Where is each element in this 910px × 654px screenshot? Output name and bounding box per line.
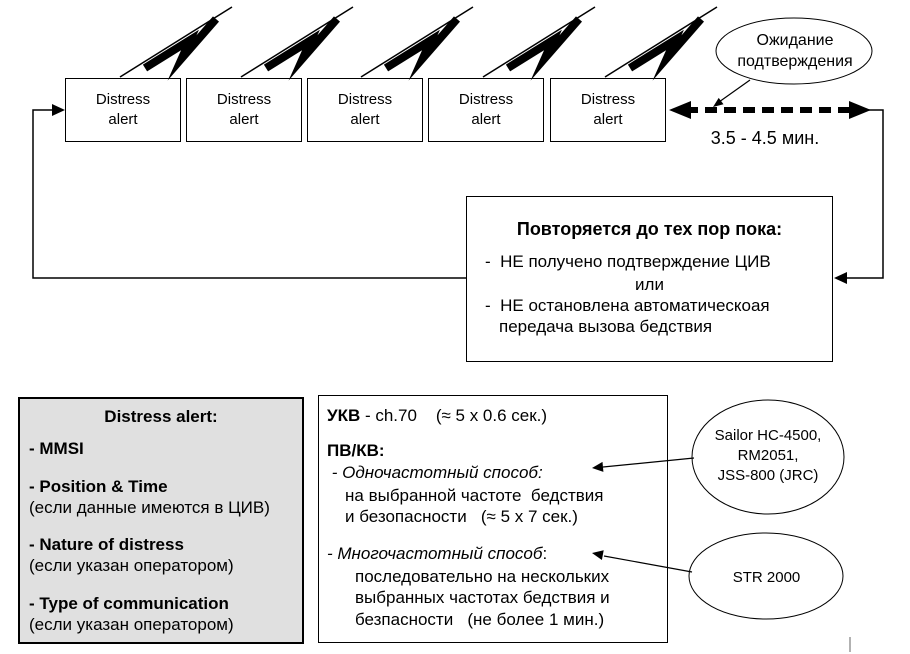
contents-item-type-comm-note: (если указан оператором) xyxy=(29,615,234,634)
lightning-bolt-icon xyxy=(120,7,232,77)
single-frequency-method-title: - Одночастотный способ: xyxy=(327,463,543,482)
dashed-arrowhead-right xyxy=(849,101,871,119)
contents-item-position-time-note: (если данные имеются в ЦИВ) xyxy=(29,498,270,517)
waiting-ellipse-label: Ожидание подтверждения xyxy=(737,32,853,70)
lightning-bolt-icon xyxy=(605,7,717,77)
lightning-bolt-icon xyxy=(361,7,473,77)
repeat-condition-2-line1: - НЕ остановлена автоматическоая xyxy=(485,296,770,315)
distress-alert-box-2: Distress alert xyxy=(186,78,302,142)
transmission-methods-box: УКВ - ch.70 (≈ 5 x 0.6 сек.) ПВ/КВ: - Од… xyxy=(318,395,668,643)
multi-frequency-line2: выбранных частотах бедствия и xyxy=(355,588,610,607)
multi-frequency-line3: безпасности (не более 1 мин.) xyxy=(355,610,605,629)
contents-box-title: Distress alert: xyxy=(104,407,218,426)
repeat-condition-1: - НЕ получено подтверждение ЦИВ xyxy=(485,252,771,271)
contents-item-type-comm: - Type of communication xyxy=(29,594,229,613)
multi-frequency-method-title: - Многочастотный способ: xyxy=(327,544,548,563)
single-frequency-line1: на выбранной частоте бедствия xyxy=(345,486,604,505)
lightning-bolt-icon xyxy=(241,7,353,77)
feedback-loop-right-line xyxy=(846,109,884,279)
lightning-bolt-icon xyxy=(483,7,595,77)
feedback-loop-left-arrowhead xyxy=(52,104,65,116)
dashed-arrowhead-left xyxy=(669,101,691,119)
contents-item-nature: - Nature of distress xyxy=(29,535,184,554)
distress-alert-box-5: Distress alert xyxy=(550,78,666,142)
contents-item-position-time: - Position & Time xyxy=(29,477,168,496)
single-frequency-line2: и безопасности (≈ 5 x 7 сек.) xyxy=(345,507,578,526)
mfhf-label: ПВ/КВ: xyxy=(327,441,385,460)
repeat-condition-box: Повторяется до тех пор пока: - НЕ получе… xyxy=(466,196,833,362)
repeat-box-title: Повторяется до тех пор пока: xyxy=(516,219,783,239)
interval-label: 3.5 - 4.5 мин. xyxy=(710,128,820,148)
feedback-loop-right-arrowhead xyxy=(834,272,847,284)
waiting-pointer-arrowhead xyxy=(713,97,724,107)
distress-alert-contents-box: Distress alert: - MMSI - Position & Time… xyxy=(18,397,304,644)
distress-alert-box-4: Distress alert xyxy=(428,78,544,142)
repeat-condition-2-line2: передача вызова бедствия xyxy=(499,317,713,336)
waiting-pointer-line xyxy=(718,79,751,103)
multi-freq-equipment-label: STR 2000 xyxy=(732,569,801,586)
vhf-detail: - ch.70 (≈ 5 x 0.6 сек.) xyxy=(360,406,548,425)
multi-frequency-line1: последовательно на нескольких xyxy=(355,567,610,586)
contents-item-nature-note: (если указан оператором) xyxy=(29,556,234,575)
distress-alert-box-3: Distress alert xyxy=(307,78,423,142)
repeat-or-label: или xyxy=(635,275,664,294)
contents-item-mmsi: - MMSI xyxy=(29,439,84,458)
distress-alert-box-1: Distress alert xyxy=(65,78,181,142)
vhf-line: УКВ - ch.70 (≈ 5 x 0.6 сек.) xyxy=(327,406,547,426)
single-freq-equipment-label: Sailor HC-4500, RM2051, JSS-800 (JRC) xyxy=(714,427,822,484)
vhf-label: УКВ xyxy=(327,406,361,425)
